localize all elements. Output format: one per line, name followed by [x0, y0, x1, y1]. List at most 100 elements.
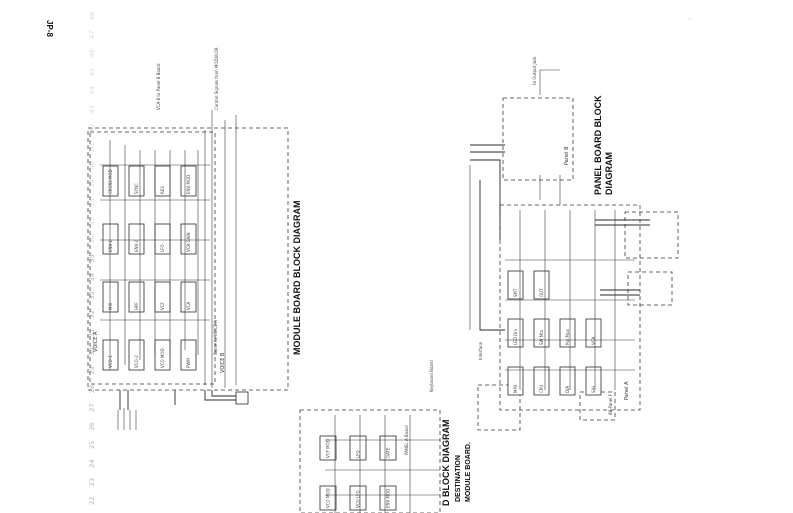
interface-subtitle-1: DESTINATION: [455, 455, 462, 502]
voice-b-note: Same As VOICE-A: [213, 320, 218, 355]
voice-a-label: VOICE A: [93, 331, 99, 352]
circuit-block-label: SMT: [513, 288, 518, 297]
circuit-block-label: PWM: [186, 358, 191, 368]
ruler-number: 22: [88, 497, 96, 505]
circuit-block-label: VCF: [160, 301, 165, 310]
circuit-block: [319, 435, 337, 461]
panel-diagram-title-1: PANEL BOARD BLOCK: [593, 95, 603, 195]
circuit-block-label: CPU: [539, 385, 544, 393]
circuit-block: [319, 485, 337, 511]
circuit-block-label: HPF: [134, 302, 139, 310]
ruler-number: 32: [88, 310, 96, 318]
circuit-block-label: VCO LFO: [356, 490, 361, 508]
circuit-block-label: VCA GAIN: [186, 232, 191, 252]
ruler-number: 45: [88, 68, 96, 76]
panel-a-label: Panel A: [624, 381, 630, 400]
module-diagram-title: MODULE BOARD BLOCK DIAGRAM: [292, 201, 302, 356]
voice-b-label: VOICE B: [220, 352, 226, 373]
page-number: JP-8: [45, 20, 54, 37]
ruler-number: 46: [88, 49, 96, 57]
ruler-number: 23: [88, 478, 96, 486]
ruler-number: 37: [88, 217, 96, 225]
circuit-block-label: D/A: [565, 386, 570, 393]
ruler-number: 41: [88, 142, 96, 150]
circuit-block: [102, 281, 119, 313]
panel-diagram-title-2: DIAGRAM: [604, 152, 614, 195]
ruler-number: 34: [88, 273, 96, 281]
circuit-block: [379, 435, 397, 461]
circuit-block-label: ENV-2: [134, 240, 139, 252]
panel-f-label: 8B Panel F: [608, 393, 613, 415]
circuit-block-label: RES: [160, 186, 165, 194]
ruler-number: 40: [88, 161, 96, 169]
circuit-block-label: GATE: [386, 447, 391, 458]
circuit-block: [379, 485, 397, 511]
circuit-block-label: LFO: [160, 244, 165, 252]
ruler-number: 24: [88, 459, 96, 467]
circuit-block-label: ENV-1: [108, 240, 113, 252]
circuit-block-label: VCO-1: [108, 355, 113, 368]
interface-diagram: VCO MOD VCO LFO ENV MOD VCF MOD LFO GATE PANE…: [299, 360, 472, 513]
circuit-block-label: MIX: [108, 302, 113, 310]
circuit-block-label: SW Mtx: [539, 329, 544, 345]
circuit-block-label: VCA: [186, 301, 191, 310]
circuit-block: [102, 339, 119, 371]
interface-title: D BLOCK DIAGRAM: [441, 420, 451, 507]
ruler-number: 38: [88, 198, 96, 206]
circuit-block-label: ENV MOD: [386, 489, 391, 508]
control-signals-label: Control Signals from MODULOR: [214, 47, 219, 110]
circuit-block-label: VCO MOD: [326, 488, 331, 508]
ruler-number: 27: [88, 403, 96, 411]
output-jack-label: to Output Jack: [532, 56, 537, 85]
ruler-number: 28: [88, 385, 96, 393]
ruler-number: 31: [88, 329, 96, 337]
circuit-block-label: VCO-2: [134, 355, 139, 368]
circuit-block-label: Pot Mux: [565, 328, 570, 345]
page-ruler: 22 23 24 25 26 27 28 29 30 31 32 33 34 35 36 37 38 39 40 41…: [88, 12, 96, 505]
ruler-number: 48: [88, 12, 96, 20]
circuit-block-label: ENV MOD: [186, 175, 191, 194]
ruler-number: 29: [88, 366, 96, 374]
ruler-number: 25: [88, 441, 96, 449]
interface-blocks: VCO MOD VCO LFO ENV MOD VCF MOD LFO GATE: [319, 435, 397, 511]
panel-b-label: Panel B: [564, 146, 570, 165]
circuit-block: [349, 485, 367, 511]
circuit-block-label: LFO: [356, 450, 361, 458]
panel-blocks: MPX CPU D/A S/H LED Drv SW Mtx Pot Mux VCA SMT OU…: [507, 270, 602, 396]
circuit-block: [102, 165, 119, 197]
circuit-block-label: CROSS MOD: [108, 169, 113, 194]
interface-keyboard-label: Keyboard Board: [429, 360, 434, 392]
circuit-block: [102, 223, 119, 255]
circuit-block-label: VCO MOD: [160, 348, 165, 368]
to-panel-label: VCA-8 to Panel B Board: [156, 63, 161, 110]
interface-subtitle-2: MODULE BOARD.: [465, 442, 472, 502]
circuit-block: [585, 366, 602, 396]
ruler-number: 36: [88, 236, 96, 244]
module-blocks: VCO-1 VCO-2 VCO MOD PWM MIX HPF VCF VCA ENV-1 ENV…: [102, 165, 197, 371]
ruler-number: 33: [88, 292, 96, 300]
ruler-number: 44: [88, 86, 96, 94]
module-board-diagram: VOICE A VOICE B Same As VOICE-A VCA-8 to…: [87, 47, 302, 430]
circuit-block-label: OUT: [539, 288, 544, 297]
ruler-number: 47: [88, 30, 96, 38]
ruler-number: 30: [88, 348, 96, 356]
corner-mark: · .: [688, 16, 692, 21]
circuit-block-label: LED Drv: [513, 328, 518, 345]
circuit-block-label: VCF MOD: [326, 439, 331, 458]
ruler-number: 39: [88, 180, 96, 188]
panel-board-diagram: MPX CPU D/A S/H LED Drv SW Mtx Pot Mux VCA SMT OU…: [469, 56, 679, 431]
circuit-block-label: MPX: [513, 384, 518, 393]
circuit-block-label: SYNC: [134, 183, 139, 194]
ruler-number: 26: [88, 422, 96, 430]
circuit-block-label: VCA: [591, 336, 596, 345]
circuit-block: [507, 270, 524, 300]
circuit-block-label: S/H: [591, 386, 596, 393]
ruler-number: 43: [88, 105, 96, 113]
circuit-block: [349, 435, 367, 461]
interface-panel-label: PANEL A Board: [404, 425, 409, 455]
circuit-block: [559, 366, 576, 396]
ruler-number: 35: [88, 254, 96, 262]
circuit-block: [507, 366, 524, 396]
interface-label: Interface: [478, 342, 483, 360]
